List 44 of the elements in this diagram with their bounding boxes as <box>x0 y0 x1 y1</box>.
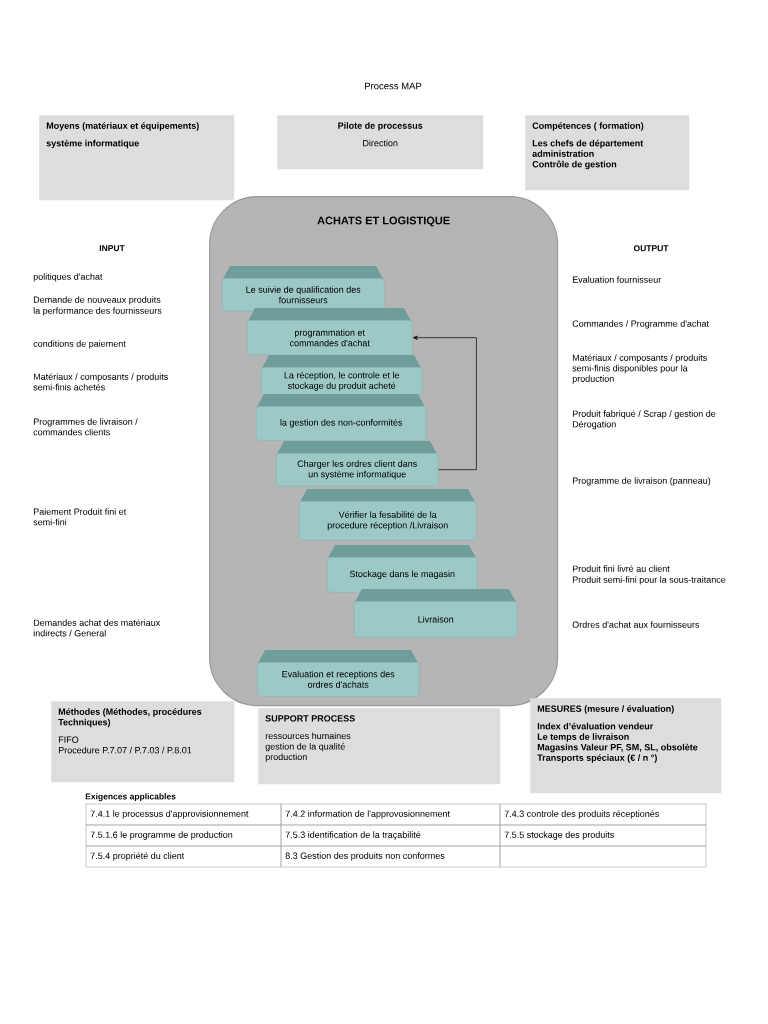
title: Process MAP <box>365 82 422 90</box>
column-heading: INPUT <box>99 245 125 252</box>
info-box: Compétences ( formation) Les chefs de département administration Contrôle de gestion <box>525 115 690 191</box>
info-box: Pilote de processus Direction <box>277 115 484 170</box>
table-cell: 7.5.4 propriété du client <box>85 845 282 868</box>
process-step-box: Livraison <box>354 589 518 638</box>
table-cell: 7.5.3 identification de la traçabilité <box>280 824 501 847</box>
table-heading: Exigences applicables <box>85 793 176 802</box>
list-item: Matériaux / composants / produits semi-finis achetés <box>33 373 168 391</box>
list-item: Evaluation fournisseur <box>572 276 662 283</box>
info-box: Moyens (matériaux et équipements) système informatique <box>39 115 235 201</box>
process-step-box: programmation et commandes d'achat <box>247 308 413 356</box>
table-cell: 7.4.3 controle des produits réceptionés <box>499 803 707 826</box>
process-step-box: La réception, le controle et le stockage du produit acheté <box>261 355 423 396</box>
list-item: conditions de paiement <box>33 340 126 349</box>
process-step-box: Le suivie de qualification des fournisseurs <box>222 266 385 312</box>
arrow <box>412 335 477 471</box>
table-cell: 7.5.5 stockage des produits <box>499 824 707 847</box>
list-item: Demandes achat des matériaux indirects / General <box>33 619 161 637</box>
process-step-box: Vérifier la fesabilité de la procedure réception /Livraison <box>299 489 477 541</box>
list-item: la performance des fournisseurs <box>33 307 162 316</box>
info-box: SUPPORT PROCESS ressources humaines gestion de la qualité production <box>258 708 501 785</box>
list-item: Programme de livraison (panneau) <box>572 477 711 486</box>
list-item: Demande de nouveaux produits <box>33 296 161 305</box>
table-cell: 7.5.1.6 le programme de production <box>85 824 282 847</box>
list-item: Produit fabriqué / Scrap / gestion de Dérogation <box>572 410 716 430</box>
list-item: Commandes / Programme d'achat <box>572 320 709 329</box>
process-step-box: Charger les ordres client dans un système informatique <box>276 441 439 487</box>
table-cell: 8.3 Gestion des produits non conformes <box>280 845 501 868</box>
table-cell: 7.4.2 information de l'approvosionnement <box>280 803 501 826</box>
process-step-box: Evaluation et receptions des ordres d'achats <box>257 650 420 697</box>
list-item: Produit semi-fini pour la sous-traitance <box>572 576 726 585</box>
info-box: Méthodes (Méthodes, procédures Techniques) FIFO Procedure P.7.07 / P.7.03 / P.8.01 <box>51 701 235 783</box>
list-item: Programmes de livraison / commandes clients <box>33 418 138 436</box>
table-cell: 7.4.1 le processus d'approvisionnement <box>85 803 282 826</box>
process-step-box: Stockage dans le magasin <box>327 545 478 593</box>
list-item: Matériaux / composants / produits semi-finis disponibles pour la production <box>572 354 707 384</box>
list-item: Paiement Produit fini et semi-fini <box>33 508 127 526</box>
info-box: MESURES (mesure / évaluation) Index d’évaluation vendeur Le temps de livraison Magasins Valeur PF, SM, SL, obsolète Transports spéciaux (€ / n °) <box>530 698 722 794</box>
list-item: politiques d'achat <box>33 273 103 282</box>
process-step-box: la gestion des non-conformités <box>256 394 427 441</box>
list-item: Ordres d'achat aux fournisseurs <box>572 621 700 628</box>
column-heading: OUTPUT <box>633 245 669 252</box>
list-item: Produit fini livré au client <box>572 565 670 572</box>
